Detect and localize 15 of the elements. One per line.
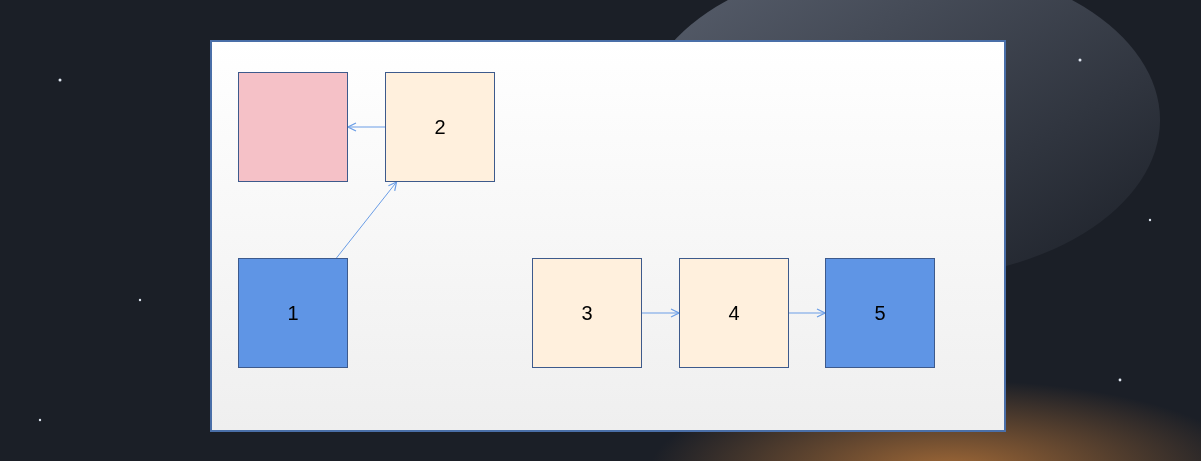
square-box	[385, 72, 495, 182]
node-label: 5	[874, 301, 886, 326]
node-label: 4	[728, 301, 740, 326]
arrow	[335, 181, 398, 259]
node-label: 1	[287, 301, 299, 326]
arrow	[788, 308, 826, 318]
square-box	[679, 258, 789, 368]
node-label: 2	[434, 115, 446, 140]
square-box	[825, 258, 935, 368]
node-label: 3	[581, 301, 593, 326]
arrow	[641, 308, 680, 318]
square-box	[532, 258, 642, 368]
arrow	[347, 122, 386, 132]
square-box	[238, 258, 348, 368]
square-box	[238, 72, 348, 182]
